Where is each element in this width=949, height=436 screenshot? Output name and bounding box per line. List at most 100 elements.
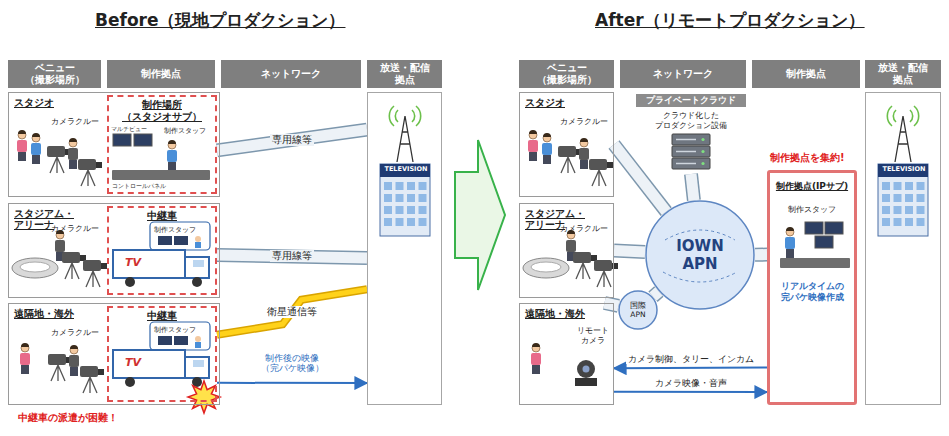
shape: [894, 218, 902, 226]
shape: [672, 158, 710, 169]
shape: [55, 240, 65, 252]
shape: [12, 258, 58, 278]
person-icon: [785, 227, 795, 258]
shape: [380, 164, 430, 177]
shape: [70, 346, 78, 354]
signal-arrow: [217, 382, 367, 383]
shape: [70, 345, 78, 349]
shape: [69, 160, 77, 169]
node-text: 制作拠点: [109, 68, 213, 80]
shape: [887, 106, 918, 126]
shape: [419, 218, 427, 226]
shape: [592, 170, 606, 186]
shape: [532, 365, 540, 374]
shape: [614, 251, 645, 253]
edge-label: 制作後の映像 （完パケ映像）: [235, 353, 349, 373]
shape: [882, 194, 890, 202]
shape: [653, 292, 659, 297]
shape: [396, 182, 404, 190]
shape: [786, 228, 794, 236]
node-text: 遠隔地・海外: [525, 308, 611, 320]
shape: [69, 138, 77, 142]
shape: [755, 248, 767, 262]
person-icon: [531, 343, 541, 374]
column-header: 放送・配信 拠点: [367, 60, 442, 88]
node-text: TELEVISION: [879, 166, 929, 174]
shape: [193, 360, 204, 367]
node-text: 国際 APN: [623, 301, 653, 319]
edge-label: カメラ制御、タリー、インカム: [626, 354, 756, 364]
shape: [785, 237, 795, 249]
shape: [701, 162, 704, 165]
text-label: After（リモートプロダクション）: [595, 10, 865, 30]
shape: [18, 130, 26, 134]
shape: [905, 206, 913, 214]
node-text: ネットワーク: [223, 68, 359, 80]
shape: [18, 131, 26, 139]
node-text: カメラクルー: [51, 224, 111, 234]
shape: [158, 336, 172, 345]
camera-icon: [78, 159, 102, 186]
shape: [193, 260, 204, 267]
shape: [894, 194, 902, 202]
shape: [614, 366, 767, 369]
node-text: 制作スタッフ: [154, 227, 209, 235]
satellite-link: [217, 289, 367, 335]
network-circle: 国際 APN: [618, 290, 658, 330]
person-icon: [69, 345, 79, 376]
shape: [580, 138, 588, 142]
text-label: TV: [125, 356, 141, 369]
shape: [575, 378, 597, 386]
shape: [174, 336, 188, 345]
shape: [407, 182, 415, 190]
shape: [384, 218, 392, 226]
cloud-box: プライベートクラウドクラウド化した プロダクション設備: [636, 94, 746, 174]
person-icon: [17, 130, 27, 161]
network-pipe: [614, 145, 666, 212]
shape: [561, 157, 575, 173]
shape: [542, 143, 552, 155]
shape: [691, 174, 694, 200]
edge-label: 専用線等: [270, 134, 314, 146]
shape: [529, 152, 537, 161]
shape: [174, 236, 188, 245]
shape: [68, 148, 78, 160]
shape: [672, 146, 710, 157]
shape: [894, 206, 902, 214]
shape: [523, 258, 569, 278]
shape: [396, 218, 404, 226]
column-header: ネットワーク: [221, 60, 361, 88]
network-pipe: [691, 174, 694, 200]
shape: [580, 139, 588, 147]
circle-shape: [619, 291, 657, 329]
shape: [69, 139, 77, 147]
shape: [384, 206, 392, 214]
shape: [576, 263, 590, 279]
shape: [917, 194, 925, 202]
edge-label: カメラ映像・音声: [653, 378, 729, 388]
shape: [558, 146, 576, 157]
camera-icon: [83, 260, 107, 287]
shape: [614, 251, 645, 253]
shape: [407, 206, 415, 214]
shape: [672, 134, 710, 145]
shape: [614, 145, 666, 212]
shape: [577, 360, 595, 378]
shape: [882, 218, 890, 226]
shape: [48, 354, 66, 365]
venue-box: スタジアム・アリーナカメラクルー中継車制作スタッフ: [8, 203, 220, 298]
node-text: カメラクルー: [560, 117, 612, 127]
network-pipe: [653, 292, 659, 297]
column-header: ベニュー （撮影場所）: [8, 60, 101, 88]
shape: [150, 222, 210, 250]
shape: [195, 342, 201, 348]
person-icon: [20, 343, 30, 374]
shape: [612, 263, 618, 269]
camera-icon: [47, 146, 71, 173]
shape: [158, 236, 172, 245]
shape: [20, 353, 30, 365]
shape: [531, 262, 561, 272]
shape: [62, 252, 80, 263]
truck-icon: [113, 250, 209, 287]
shape: [125, 377, 135, 387]
